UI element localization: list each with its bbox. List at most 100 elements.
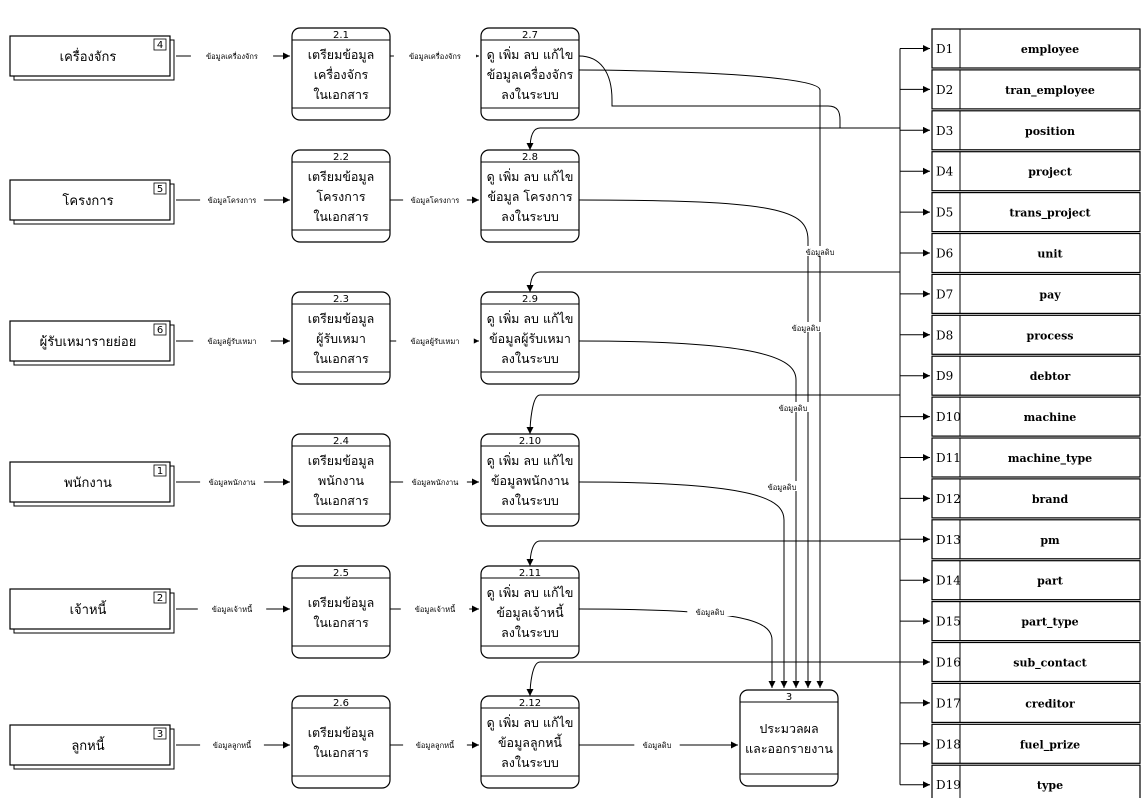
process-text-line: ลงในระบบ <box>501 351 559 366</box>
process-text-line: ดู เพิ่ม ลบ แก้ไข <box>487 168 574 185</box>
data-store-id: D9 <box>936 369 953 383</box>
process-box <box>480 695 580 789</box>
data-store-name: position <box>1025 125 1075 138</box>
process-id: 2.12 <box>519 698 541 709</box>
data-store-id: D12 <box>936 492 961 506</box>
process-text-line: ข้อมูลผู้รับเหมา <box>489 331 571 347</box>
process-text-line: ในเอกสาร <box>313 493 369 508</box>
data-store-name: machine <box>1024 411 1077 424</box>
process-box <box>291 27 391 121</box>
flow-label-raw-data: ข้อมูลดิบ <box>643 741 672 750</box>
entity-number-box <box>153 182 167 195</box>
flow-edit-2-9-raw-data <box>578 340 800 688</box>
data-store-id: D2 <box>936 83 953 97</box>
data-store-name: part_type <box>1021 616 1078 630</box>
external-entity: 1พนักงาน <box>9 461 175 507</box>
entity-number-box <box>153 727 167 740</box>
flow-label-background <box>396 335 474 345</box>
data-store-box <box>931 314 1141 355</box>
process-box <box>480 433 580 527</box>
data-store-box <box>931 28 1141 69</box>
process-id: 2.7 <box>522 30 538 41</box>
process-text-line: ประมวลผล <box>759 721 818 736</box>
data-store-name: creditor <box>1025 697 1075 710</box>
process-id: 2.9 <box>522 294 538 305</box>
data-store-box <box>931 110 1141 151</box>
data-store-box <box>931 600 1141 642</box>
flow-label-background <box>193 335 271 345</box>
flow-label-background <box>200 194 264 204</box>
flow-label-background <box>190 50 274 60</box>
process-text-line: โครงการ <box>316 189 365 204</box>
process-text-line: ดู เพิ่ม ลบ แก้ไข <box>487 452 574 469</box>
data-store-name: fuel_prize <box>1020 738 1080 752</box>
edit-process: 2.11ดู เพิ่ม ลบ แก้ไขข้อมูลเจ้าหนี้ลงในร… <box>480 565 580 659</box>
flow-label-background <box>403 476 467 486</box>
process-box <box>480 149 580 243</box>
process-box <box>480 291 580 385</box>
process-text-line: เตรียมข้อมูล <box>308 47 375 63</box>
flow-store-to-edit-2-9 <box>526 271 900 293</box>
entity-label: โครงการ <box>62 193 113 209</box>
process-text-line: ลงในระบบ <box>501 87 559 102</box>
flow-label-prepare-to-edit: ข้อมูลผู้รับเหมา <box>410 337 459 346</box>
flow-label-raw-data: ข้อมูลดิบ <box>806 248 835 257</box>
process-text-line: เครื่องจักร <box>314 66 369 82</box>
flow-label-background <box>759 481 805 491</box>
flow-label-entity-to-prepare: ข้อมูลลูกหนี้ <box>213 740 252 750</box>
process-text-line: และออกรายงาน <box>745 741 833 756</box>
entity-number-box <box>153 464 167 477</box>
process-box <box>480 565 580 659</box>
data-store-box <box>931 682 1141 724</box>
process-id: 2.4 <box>333 436 349 447</box>
entity-number-box <box>153 323 167 336</box>
data-store-name: part <box>1037 575 1064 588</box>
process-text-line: ในเอกสาร <box>313 209 369 224</box>
data-store-box <box>931 723 1141 764</box>
data-store-box <box>931 478 1141 519</box>
process-text-line: ลงในระบบ <box>501 493 559 508</box>
data-store-box <box>931 560 1141 601</box>
flow-label-background <box>770 402 816 412</box>
data-store: D17 creditor <box>931 682 1141 724</box>
entity-number: 1 <box>157 466 163 477</box>
process-id: 2.2 <box>333 152 349 163</box>
edit-process: 2.12ดู เพิ่ม ลบ แก้ไขข้อมูลลูกหนี้ลงในระ… <box>480 695 580 789</box>
flow-label-background <box>400 603 470 613</box>
flow-edit-2-11-raw-data <box>578 608 776 688</box>
edit-process: 2.7ดู เพิ่ม ลบ แก้ไขข้อมูลเครื่องจักรลงใ… <box>480 27 580 121</box>
entity-number: 3 <box>157 729 163 740</box>
process-text-line: พนักงาน <box>318 473 364 488</box>
process-text-line: ข้อมูลพนักงาน <box>491 473 569 489</box>
process-id: 2.11 <box>519 568 541 579</box>
data-store-id: D7 <box>936 287 953 301</box>
data-store-id: D17 <box>936 696 961 710</box>
process-text-line: ดู เพิ่ม ลบ แก้ไข <box>487 584 574 601</box>
process-text-line: ลงในระบบ <box>501 209 559 224</box>
process-text-line: เตรียมข้อมูล <box>308 453 375 469</box>
flow-label-background <box>200 476 264 486</box>
process-text-line: เตรียมข้อมูล <box>308 725 375 741</box>
flow-label-background <box>200 739 264 749</box>
process-box <box>291 149 391 243</box>
flow-label-prepare-to-edit: ข้อมูลเครื่องจักร <box>409 51 461 61</box>
process-box <box>291 695 391 789</box>
data-store-box <box>931 151 1141 192</box>
